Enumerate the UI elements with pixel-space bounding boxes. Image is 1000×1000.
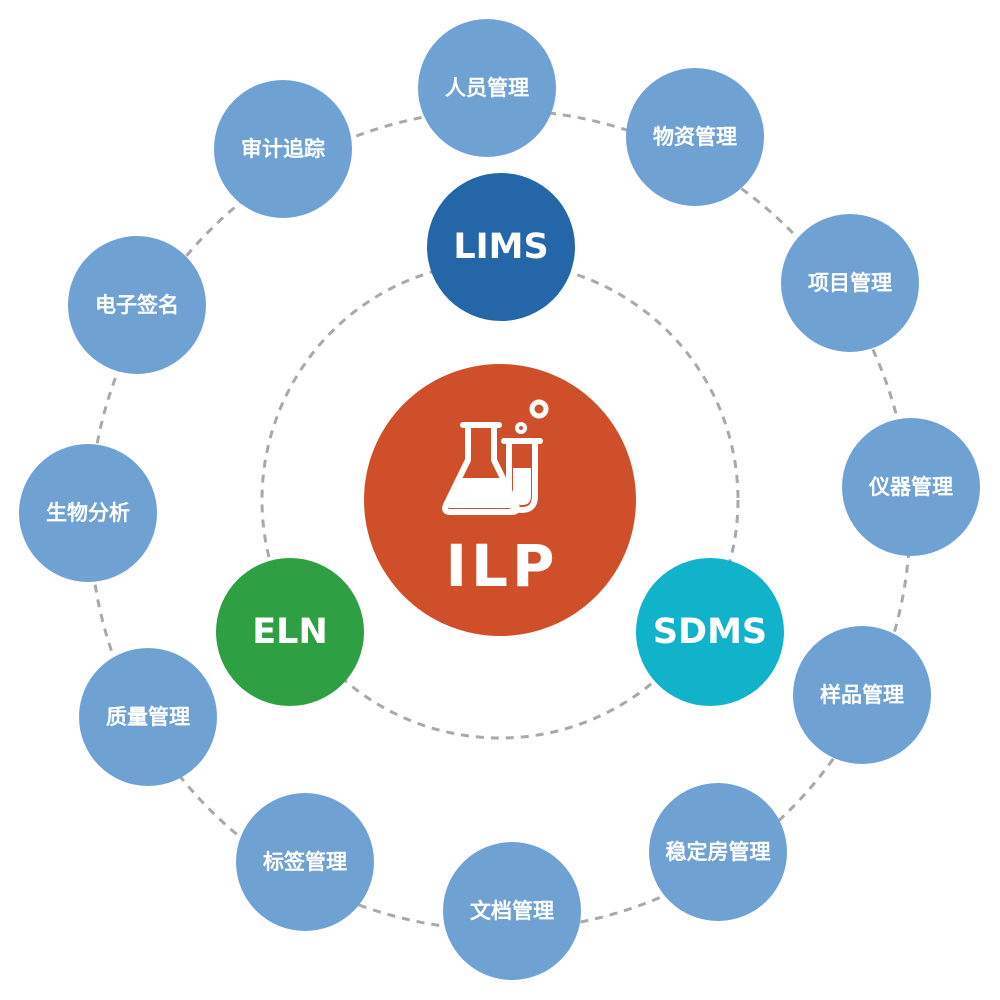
lab-flask-test-tube-icon — [442, 399, 549, 515]
outer-node-quality[interactable]: 质量管理 — [79, 648, 217, 786]
inner-node-label: LIMS — [453, 227, 548, 267]
outer-node-label: 人员管理 — [445, 76, 529, 100]
outer-node-label: 项目管理 — [808, 271, 892, 295]
outer-node-materials[interactable]: 物资管理 — [626, 68, 764, 206]
outer-node-instruments[interactable]: 仪器管理 — [842, 418, 980, 556]
outer-node-audit-trail[interactable]: 审计追踪 — [214, 80, 352, 218]
outer-node-label: 标签管理 — [263, 850, 347, 874]
outer-node-label: 审计追踪 — [241, 137, 325, 161]
inner-node-circle — [636, 558, 784, 706]
outer-node-stability-room[interactable]: 稳定房管理 — [649, 783, 787, 921]
outer-node-label: 生物分析 — [46, 501, 130, 525]
outer-node-label: 电子签名 — [95, 293, 179, 317]
outer-node-circle — [19, 444, 157, 582]
outer-node-bioanalysis[interactable]: 生物分析 — [19, 444, 157, 582]
outer-node-circle — [781, 214, 919, 352]
outer-node-label: 仪器管理 — [868, 475, 953, 499]
outer-nodes-group: 人员管理 物资管理 项目管理 仪器管理 样品管理 稳定房管理 文档管理 标签管 — [19, 19, 980, 980]
outer-node-circle — [626, 68, 764, 206]
outer-node-circle — [79, 648, 217, 786]
outer-node-label: 文档管理 — [470, 899, 554, 923]
outer-node-projects[interactable]: 项目管理 — [781, 214, 919, 352]
outer-node-personnel[interactable]: 人员管理 — [418, 19, 556, 157]
outer-node-circle — [842, 418, 980, 556]
center-node-ilp[interactable]: ILP — [364, 364, 636, 636]
inner-node-lims[interactable]: LIMS — [427, 173, 575, 321]
outer-node-circle — [68, 236, 206, 374]
inner-node-label: SDMS — [653, 612, 767, 652]
outer-node-label: 物资管理 — [653, 125, 737, 149]
inner-node-circle — [427, 173, 575, 321]
inner-node-eln[interactable]: ELN — [216, 558, 364, 706]
outer-node-label: 稳定房管理 — [666, 840, 771, 864]
outer-node-label: 样品管理 — [820, 683, 904, 707]
inner-node-sdms[interactable]: SDMS — [636, 558, 784, 706]
outer-node-samples[interactable]: 样品管理 — [793, 626, 931, 764]
outer-node-circle — [418, 19, 556, 157]
outer-node-labels[interactable]: 标签管理 — [236, 793, 374, 931]
outer-node-e-signature[interactable]: 电子签名 — [68, 236, 206, 374]
outer-node-circle — [793, 626, 931, 764]
outer-node-circle — [443, 842, 581, 980]
outer-node-documents[interactable]: 文档管理 — [443, 842, 581, 980]
outer-node-circle — [214, 80, 352, 218]
outer-node-label: 质量管理 — [106, 705, 190, 729]
outer-node-circle — [236, 793, 374, 931]
inner-node-circle — [216, 558, 364, 706]
inner-node-label: ELN — [252, 612, 328, 652]
inner-dashed-ring — [260, 260, 740, 740]
center-node-label: ILP — [445, 532, 558, 600]
outer-node-circle — [649, 783, 787, 921]
